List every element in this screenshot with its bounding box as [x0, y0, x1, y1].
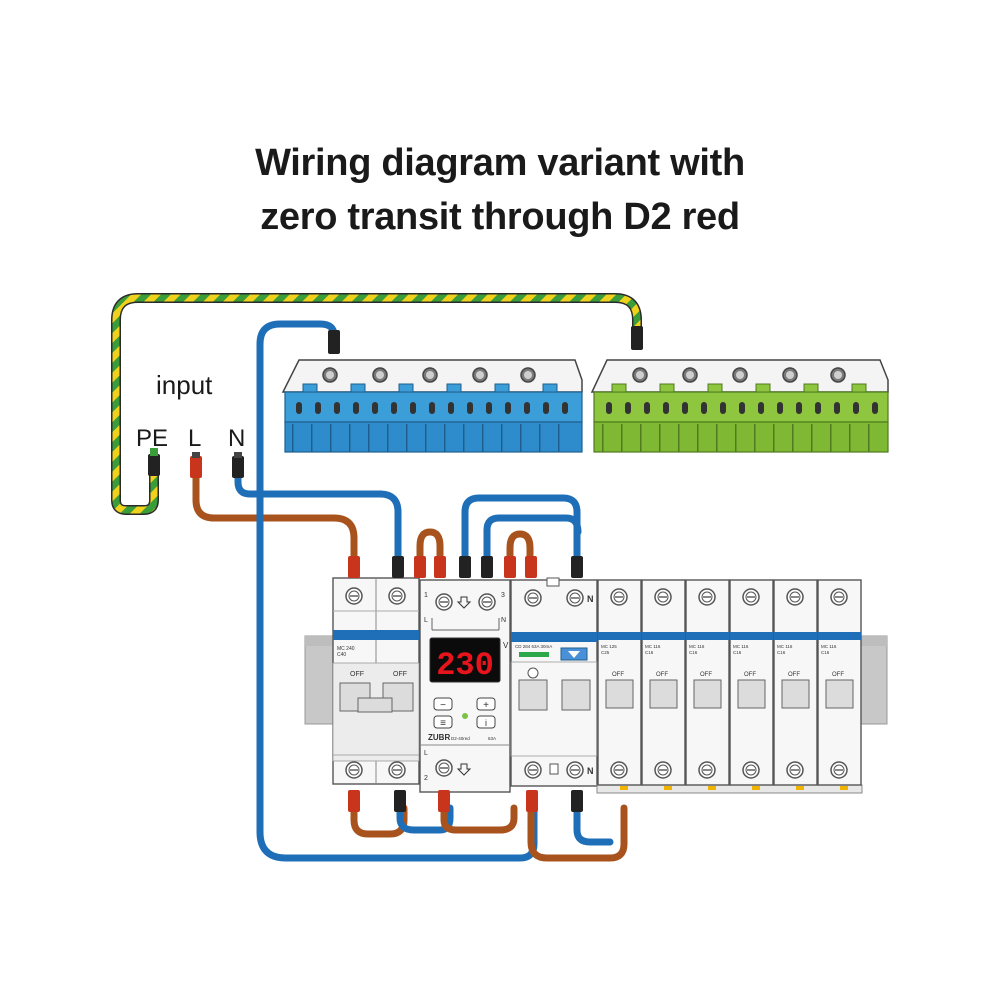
mcb-1-off: OFF: [612, 672, 624, 678]
info-button-label: i: [485, 718, 487, 728]
mcb-group: [596, 784, 863, 794]
rcd-out-l-wire: [527, 804, 628, 862]
main-breaker-off-1: OFF: [350, 671, 364, 678]
main-breaker-rating: C40: [337, 652, 346, 658]
mcb-4-rating: C16: [733, 650, 742, 655]
mcb-1: MC 125 C25 OFF: [597, 579, 642, 786]
rcd-model: CD 284 63A 30mA: [515, 644, 552, 649]
mcb-3-off: OFF: [700, 672, 712, 678]
mcb-3-rating: C16: [689, 650, 698, 655]
menu-button[interactable]: [433, 715, 453, 729]
relay-term-1: 1: [424, 592, 428, 599]
input-caption: input: [156, 370, 213, 400]
input-n-label: N: [228, 425, 245, 452]
mcb-4: MC 116 C16 OFF: [729, 579, 774, 786]
input-l-wire: [192, 471, 358, 564]
minus-button-label: −: [440, 700, 446, 711]
plus-button-label: +: [483, 700, 489, 711]
mcb-3: MC 116 C16 OFF: [685, 579, 730, 786]
neutral-busbar: [281, 359, 583, 453]
mcb-3-model: MC 116: [689, 644, 705, 649]
relay-n-to-rcd-wire: [461, 494, 581, 566]
relay-term-l-bottom: L: [424, 750, 428, 757]
mcb-6-rating: C16: [821, 650, 830, 655]
mcb-1-rating: C25: [601, 650, 610, 655]
rcd: N CD 284 63A 30mA N: [510, 577, 598, 787]
menu-button-label: ≡: [440, 718, 446, 729]
earth-busbar: [590, 359, 889, 453]
title-line-1: Wiring diagram variant with: [255, 142, 745, 184]
rcd-term-n-top: N: [587, 594, 594, 604]
mcb-6-model: MC 116: [821, 644, 837, 649]
neutral-busbar-ferrule: [328, 330, 340, 354]
main-out-n-wire: [396, 804, 454, 834]
mcb-2-rating: C16: [645, 650, 654, 655]
relay-term-3: 3: [501, 592, 505, 599]
mcb-5-off: OFF: [788, 672, 800, 678]
main-breaker-off-2: OFF: [393, 671, 407, 678]
arrow-down-icon-bottom: [456, 763, 472, 776]
status-led: [462, 713, 468, 719]
pe-wire: [112, 294, 641, 514]
input-l-label: L: [188, 425, 201, 452]
info-button[interactable]: [476, 715, 496, 729]
plus-button[interactable]: [476, 697, 496, 711]
top-ferrules: [348, 556, 583, 578]
input-pe-label: PE: [136, 425, 168, 452]
mcb-5-model: MC 116: [777, 644, 793, 649]
voltage-display: [429, 637, 501, 683]
mcb-6: MC 116 C16 OFF: [817, 579, 862, 786]
relay-brand: ZUBR: [428, 733, 450, 742]
mcb-4-model: MC 116: [733, 644, 749, 649]
rcd-out-n-wire: [573, 804, 614, 846]
relay-term-n-top: N: [501, 617, 506, 624]
relay-term-l-top: L: [424, 617, 428, 624]
input-terminal-pe: [148, 448, 160, 476]
mcb-5-rating: C16: [777, 650, 786, 655]
relay-model: D2-40red: [451, 736, 470, 741]
neutral-return-wire: [256, 320, 538, 862]
main-breaker: MC 240 C40 OFF OFF: [332, 577, 420, 785]
relay-rating: 63A: [488, 736, 496, 741]
relay-out-wire: [440, 804, 518, 834]
voltage-readout: 230: [436, 647, 494, 684]
arrow-down-icon: [456, 596, 472, 609]
input-terminal-n: [232, 452, 244, 478]
rcd-l-bridge-wire: [506, 530, 534, 566]
mcb-1-model: MC 125: [601, 644, 617, 649]
mcb-2: MC 116 C16 OFF: [641, 579, 686, 786]
minus-button[interactable]: [433, 697, 453, 711]
relay-term-2: 2: [424, 775, 428, 782]
input-terminal-l: [190, 452, 202, 478]
mcb-6-off: OFF: [832, 672, 844, 678]
relay-l-bridge-wire: [416, 528, 444, 566]
earth-busbar-ferrule: [631, 326, 643, 350]
mcb-2-model: MC 116: [645, 644, 661, 649]
voltage-relay: 1 3 L N 230 V − + ≡ i ZUBR D2-40red 63A …: [419, 579, 511, 793]
title-line-2: zero transit through D2 red: [260, 196, 740, 238]
mcb-4-off: OFF: [744, 672, 756, 678]
rcd-term-n-bottom: N: [587, 766, 594, 776]
input-n-wire: [234, 471, 402, 564]
diagram-title: Wiring diagram variant with zero transit…: [0, 136, 1000, 244]
bottom-ferrules: [348, 790, 583, 812]
mcb-2-off: OFF: [656, 672, 668, 678]
mcb-5: MC 116 C16 OFF: [773, 579, 818, 786]
main-breaker-model: MC 240: [337, 646, 355, 652]
voltage-unit: V: [503, 641, 509, 650]
relay-n-top-wire: [483, 514, 582, 566]
